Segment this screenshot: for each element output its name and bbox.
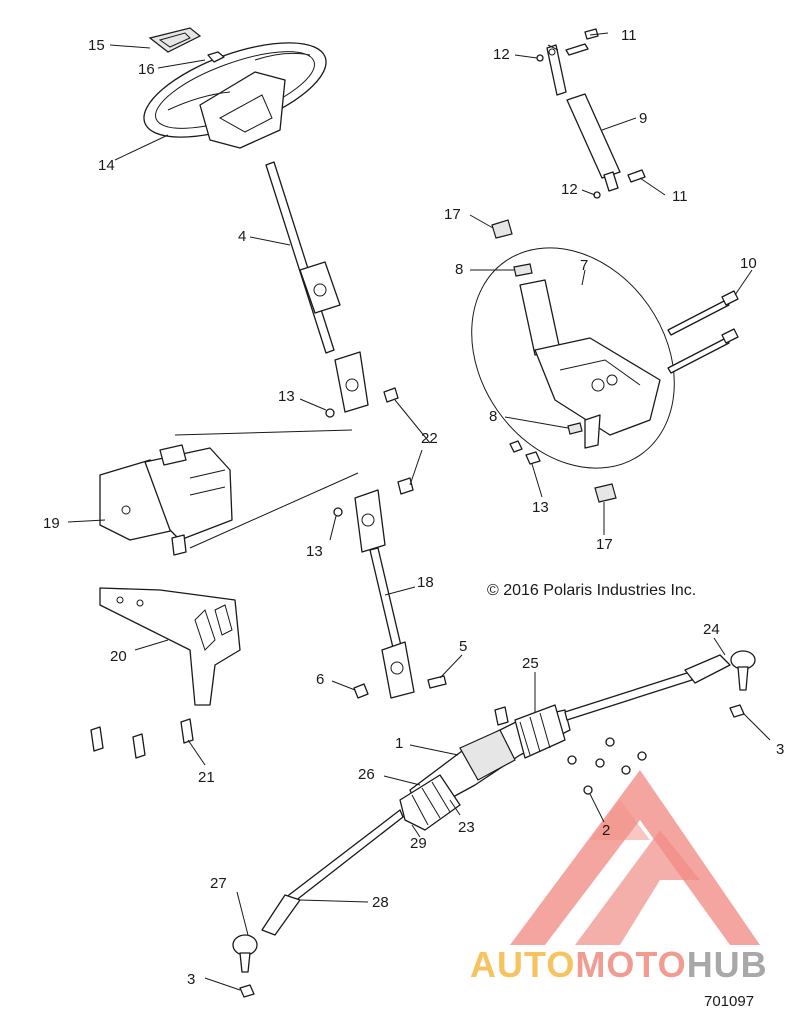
callout-27: 27 — [210, 875, 227, 892]
bushing-upper — [491, 219, 513, 239]
leader-lines — [67, 32, 771, 991]
bracket-nuts — [509, 440, 541, 465]
callout-12-lower: 12 — [561, 181, 578, 198]
callout-15: 15 — [88, 37, 105, 54]
steering-damper — [546, 44, 621, 192]
watermark-auto: AUTO — [470, 944, 575, 985]
intermediate-shaft — [354, 489, 415, 699]
tie-rod-left — [232, 809, 404, 973]
callout-22: 22 — [421, 430, 438, 447]
callout-18: 18 — [417, 574, 434, 591]
callout-4: 4 — [238, 228, 246, 245]
drawing-number: 701097 — [704, 993, 754, 1010]
copyright-notice: © 2016 Polaris Industries Inc. — [487, 582, 696, 599]
steering-rack — [399, 704, 571, 831]
shaft-bolts — [353, 387, 447, 699]
callout-14: 14 — [98, 157, 115, 174]
callout-13-lower: 13 — [306, 543, 323, 560]
callout-3-left: 3 — [187, 971, 195, 988]
wheel-nut — [207, 51, 225, 63]
long-bolts — [667, 290, 739, 374]
callout-8-lower: 8 — [489, 408, 497, 425]
damper-bolt-upper — [565, 28, 599, 56]
callout-11-lower: 11 — [672, 188, 688, 205]
steering-shaft-upper — [265, 161, 369, 413]
mount-bolts — [90, 718, 194, 759]
spacer-upper — [513, 263, 533, 277]
callout-8-upper: 8 — [455, 261, 463, 278]
callout-13-upper: 13 — [278, 388, 295, 405]
watermark-logo: AUTOMOTOHUB — [470, 770, 768, 985]
rack-nuts — [567, 737, 647, 795]
wheel-emblem — [148, 27, 202, 53]
damper-bolt-lower — [627, 169, 646, 183]
callout-21: 21 — [198, 769, 215, 786]
callout-23: 23 — [458, 819, 475, 836]
spacer-lower — [567, 422, 583, 435]
callout-13-right: 13 — [532, 499, 549, 516]
callout-5: 5 — [459, 638, 467, 655]
callout-1: 1 — [395, 735, 403, 752]
callout-16: 16 — [138, 61, 155, 78]
callout-9: 9 — [639, 110, 647, 127]
motor-mount-bracket — [99, 587, 241, 706]
callout-20: 20 — [110, 648, 127, 665]
callout-24: 24 — [703, 621, 720, 638]
callout-19: 19 — [43, 515, 60, 532]
steering-wheel — [143, 42, 327, 149]
tie-rod-right — [564, 650, 756, 721]
column-bracket — [471, 247, 675, 469]
callout-25: 25 — [522, 655, 539, 672]
callout-12-upper: 12 — [493, 46, 510, 63]
callout-26: 26 — [358, 766, 375, 783]
callout-10: 10 — [740, 255, 757, 272]
callout-28: 28 — [372, 894, 389, 911]
callout-17-lower: 17 — [596, 536, 613, 553]
callout-labels: 15 16 14 4 11 12 9 12 11 17 8 7 10 8 13 … — [43, 27, 784, 988]
shaft-nuts — [325, 408, 343, 517]
svg-text:AUTOMOTOHUB: AUTOMOTOHUB — [470, 944, 768, 985]
assembly-guide-lines — [174, 429, 359, 549]
callout-11-upper: 11 — [621, 27, 637, 44]
callout-7: 7 — [580, 257, 588, 274]
callout-6: 6 — [316, 671, 324, 688]
callout-3-right: 3 — [776, 741, 784, 758]
callout-17-upper: 17 — [444, 206, 461, 223]
eps-motor — [99, 444, 233, 556]
callout-29: 29 — [410, 835, 427, 852]
callout-2: 2 — [602, 822, 610, 839]
watermark-hub: HUB — [687, 944, 768, 985]
watermark-moto: MOTO — [575, 944, 686, 985]
bushing-lower — [594, 483, 617, 503]
